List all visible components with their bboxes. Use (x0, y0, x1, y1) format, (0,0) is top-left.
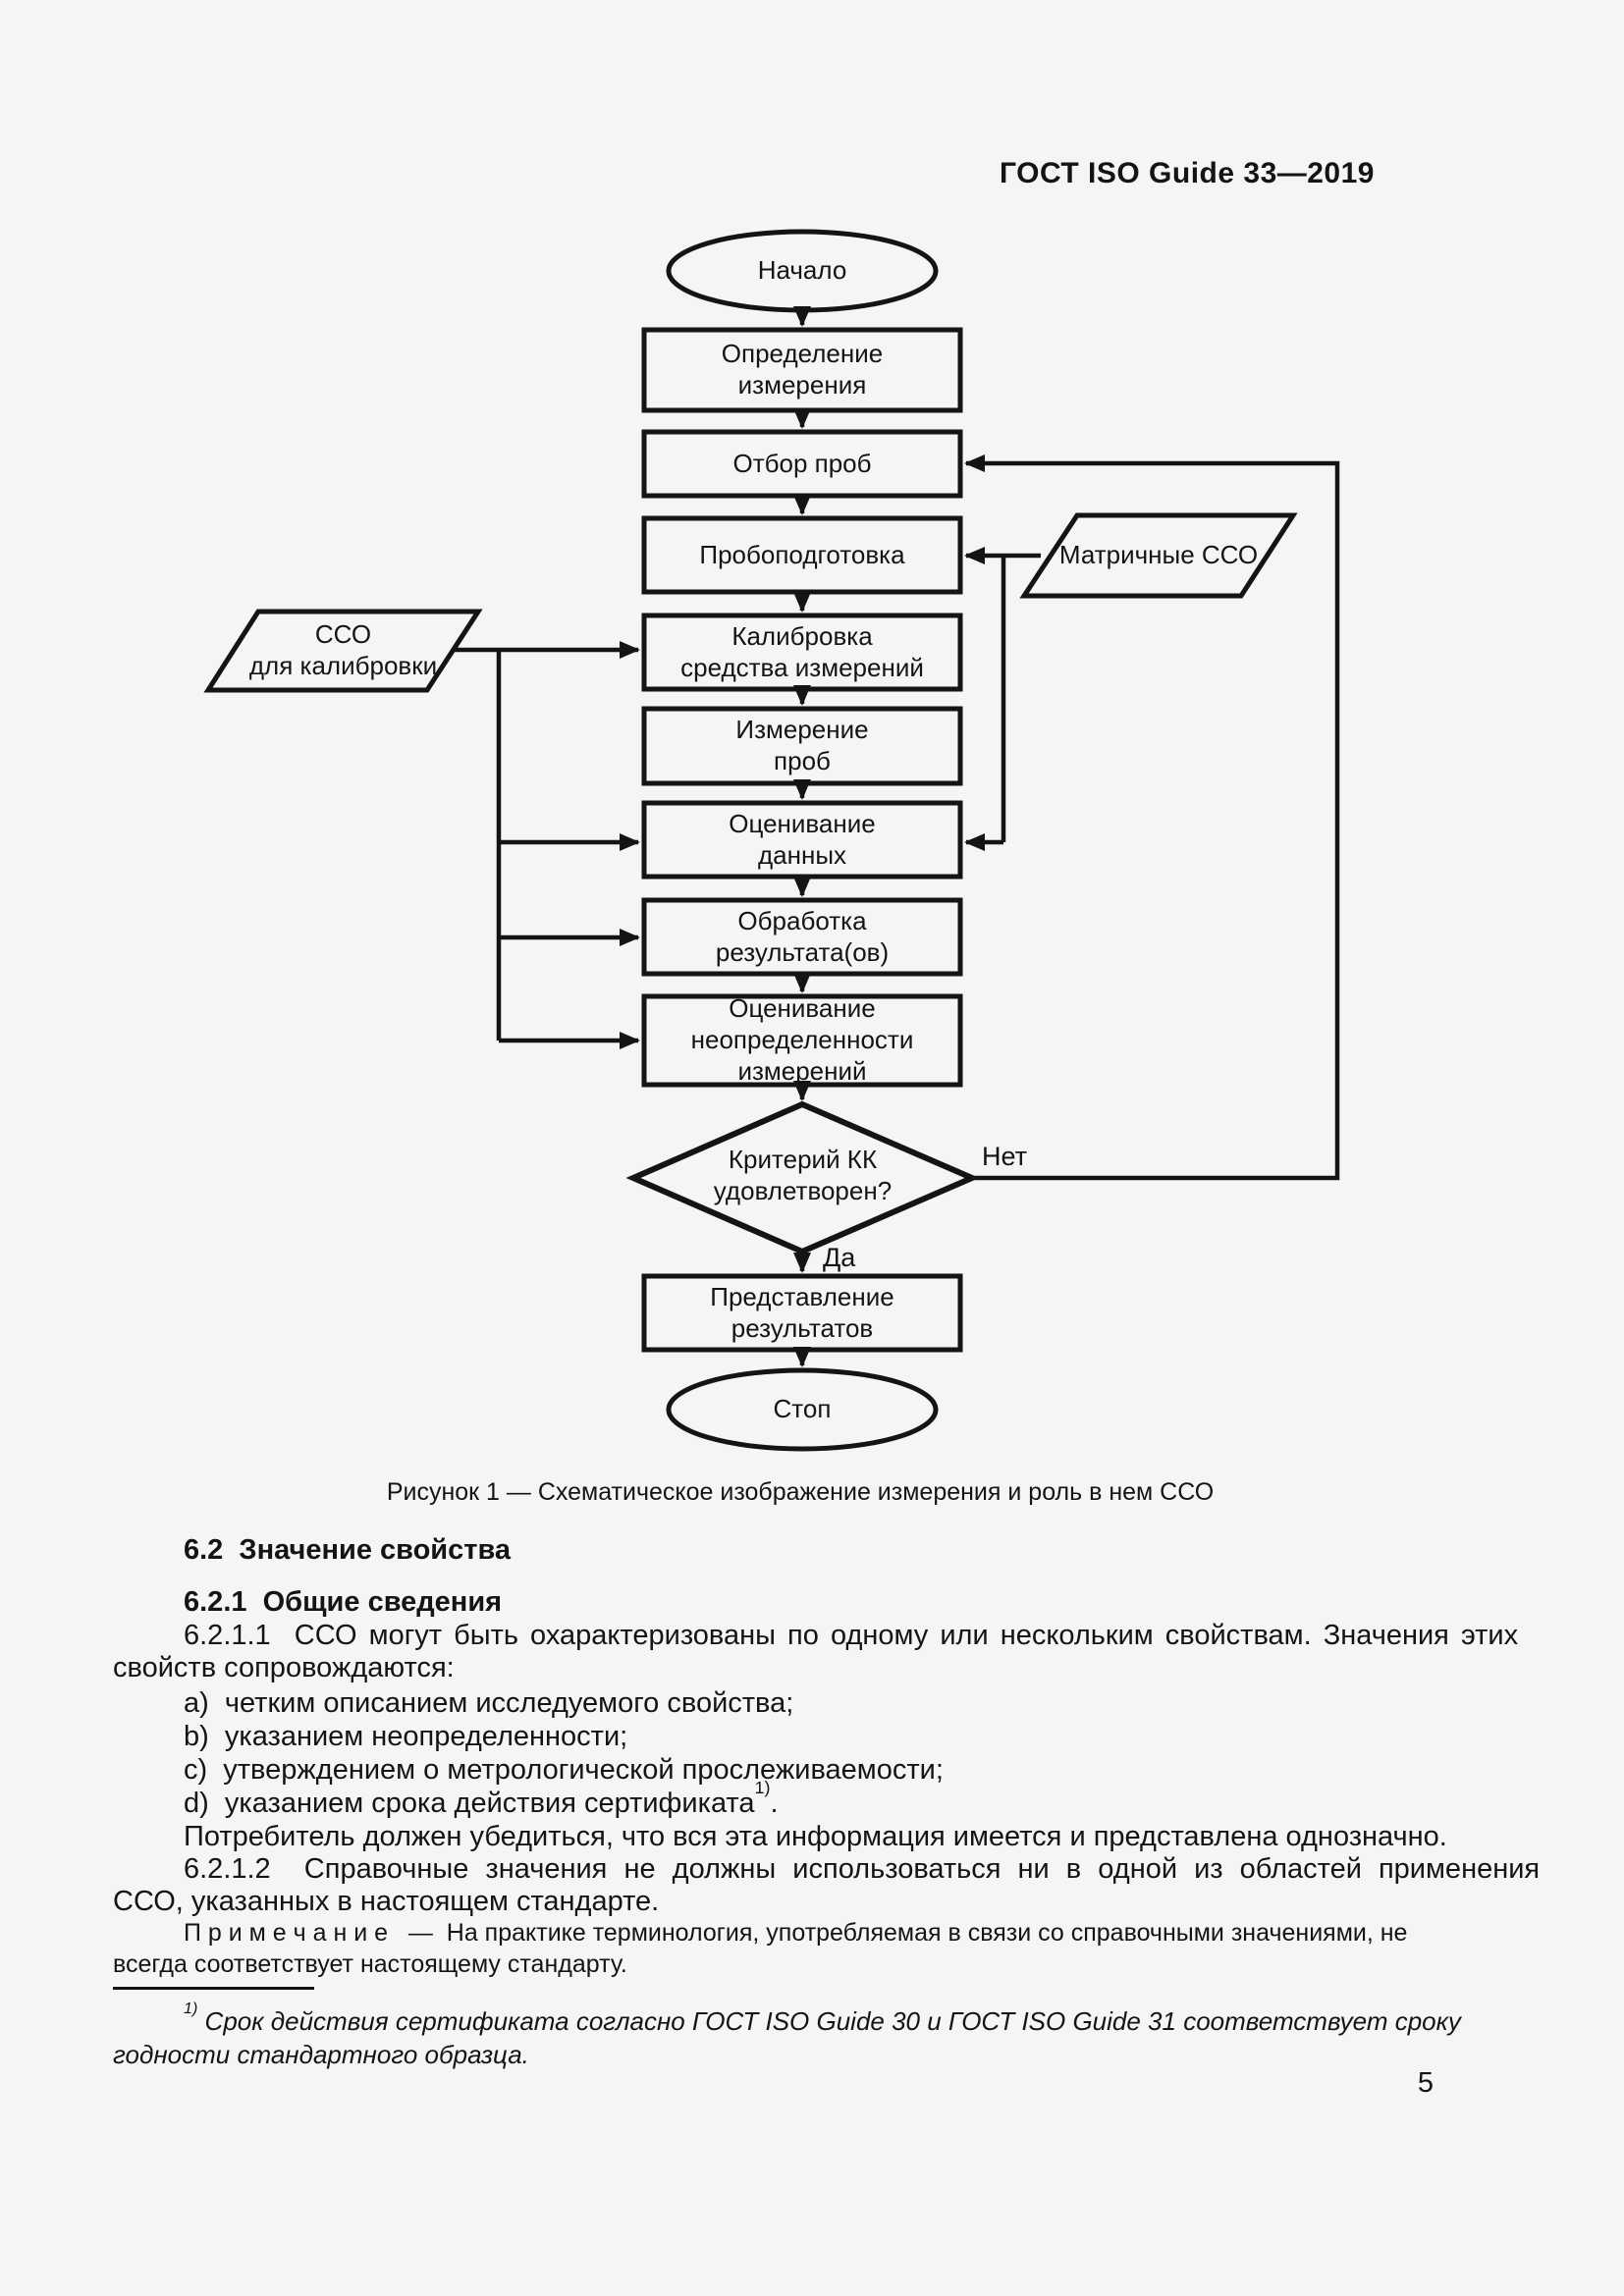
no-loop-line (964, 454, 1340, 1181)
footnote-text1: Срок действия сертификата согласно ГОСТ … (197, 2006, 1461, 2036)
list-item-d: d) указанием срока действия сертификата1… (184, 1779, 779, 1820)
footnote-ref-sup: 1) (754, 1778, 771, 1798)
flowchart-node-define-measurement: Определение измерения (721, 339, 884, 400)
measurement-box (641, 706, 963, 786)
list-item-c: c) утверждением о метрологической просле… (184, 1754, 944, 1786)
para-6-2-1-1-line1: 6.2.1.1 ССО могут быть охарактеризованы … (184, 1620, 1519, 1651)
sample-prep-box (641, 515, 963, 595)
flowchart-node-measurement: Измерение проб (735, 715, 869, 775)
edge-label-yes: Да (823, 1243, 856, 1272)
page-number: 5 (1417, 2067, 1434, 2099)
matrix-cso-parallelogram (1019, 512, 1298, 599)
edge-label-no: Нет (982, 1142, 1027, 1171)
calibration-box (641, 613, 963, 692)
flowchart-node-qc-criterion: Критерий КК удовлетворен? (713, 1145, 893, 1205)
flowchart-node-calibration: Калибровка средства измерений (680, 620, 924, 682)
figure-caption: Рисунок 1 — Схематическое изображение из… (386, 1478, 1215, 1506)
heading-6-2-1: 6.2.1 Общие сведения (184, 1586, 503, 1618)
footnote-line2: годности стандартного образца. (113, 2040, 529, 2069)
footnote-line1: 1) Срок действия сертификата согласно ГО… (184, 2001, 1461, 2037)
flowchart-node-sampling: Отбор проб (732, 448, 872, 478)
list-item-a: a) четким описанием исследуемого свойств… (184, 1687, 794, 1719)
footnote-sup: 1) (184, 2000, 198, 2018)
list-item-d-tail: . (770, 1788, 779, 1819)
list-item-b: b) указанием неопределенности; (184, 1721, 628, 1752)
flowchart-node-cso-for-calibration: ССО для калибровки (248, 619, 438, 680)
para-6-2-1-1-line2: свойств сопровождаются: (113, 1652, 455, 1683)
flowchart-node-result-processing: Обработка результата(ов) (715, 905, 890, 967)
reporting-box (641, 1273, 963, 1353)
list-item-d-text: d) указанием срока действия сертификата (184, 1788, 755, 1819)
para-consumer: Потребитель должен убедиться, что вся эт… (184, 1821, 1447, 1852)
cso-for-calibration-parallelogram (203, 609, 483, 693)
flowchart-node-sample-prep: Пробоподготовка (699, 539, 905, 569)
footnote-separator (113, 1987, 314, 1990)
para-6-2-1-2-line2: ССО, указанных в настоящем стандарте. (113, 1886, 660, 1917)
para-6-2-1-2-line1: 6.2.1.2 Справочные значения не должны ис… (184, 1853, 1541, 1885)
note-line1: П р и м е ч а н и е — На практике термин… (184, 1919, 1408, 1947)
heading-6-2: 6.2 Значение свойства (184, 1534, 512, 1566)
flowchart-node-reporting: Представление результатов (710, 1281, 894, 1343)
document-header: ГОСТ ISO Guide 33—2019 (1000, 157, 1375, 189)
flowchart-node-stop: Стоп (773, 1394, 832, 1424)
flowchart-node-uncertainty-evaluation: Оценивание неопределенности измерений (690, 993, 914, 1086)
flowchart-node-start: Начало (757, 255, 847, 286)
sampling-box (641, 429, 963, 499)
stop-ellipse (666, 1367, 939, 1452)
flowchart-node-matrix-cso: Матричные ССО (1058, 540, 1259, 570)
note-line2: всегда соответствует настоящему стандарт… (113, 1950, 627, 1978)
flowchart-node-data-evaluation: Оценивание данных (729, 808, 876, 870)
